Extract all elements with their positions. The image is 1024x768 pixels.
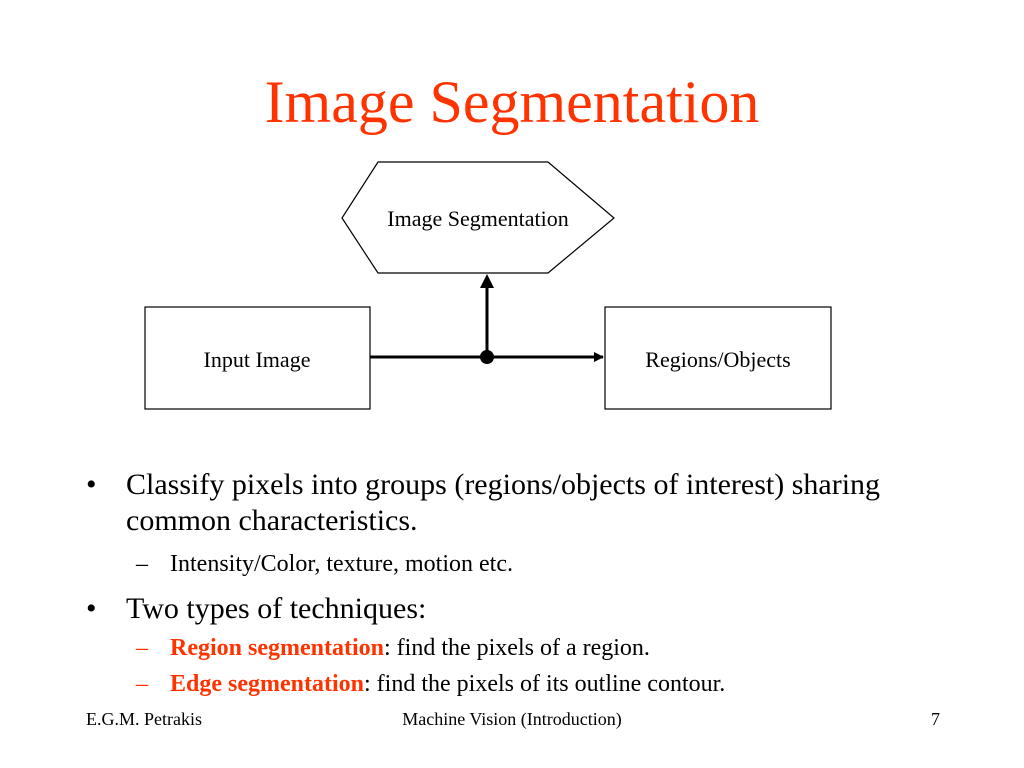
sub-bullet-text: Intensity/Color, texture, motion etc.	[170, 551, 513, 577]
bullet-marker: •	[86, 468, 97, 501]
dash-marker: –	[136, 635, 148, 661]
sub-bullet-text: : find the pixels of a region.	[383, 635, 650, 661]
sub-bullet-text: : find the pixels of its outline contour…	[364, 671, 726, 697]
term-edge-segmentation: Edge segmentation	[170, 671, 364, 697]
footer-page-number: 7	[931, 709, 940, 729]
bullet-item: • Classify pixels into groups (regions/o…	[86, 467, 946, 539]
output-box	[604, 306, 832, 410]
input-label: Input Image	[204, 347, 311, 372]
dash-marker: –	[136, 671, 148, 697]
bullet-marker: •	[86, 592, 97, 625]
output-label: Regions/Objects	[645, 347, 790, 372]
sub-bullet-item: – Edge segmentation: find the pixels of …	[86, 669, 946, 699]
footer-author: E.G.M. Petrakis	[86, 709, 202, 729]
flow-arrowhead-up	[480, 274, 494, 288]
sub-bullet-item: – Region segmentation: find the pixels o…	[86, 633, 946, 663]
bullet-text: Classify pixels into groups (regions/obj…	[126, 468, 881, 537]
slide-title: Image Segmentation	[264, 69, 760, 135]
bullet-list: • Classify pixels into groups (regions/o…	[86, 467, 946, 699]
term-region-segmentation: Region segmentation	[170, 635, 384, 661]
footer-course: Machine Vision (Introduction)	[402, 709, 622, 729]
process-hexagon	[341, 161, 615, 274]
bullet-item: • Two types of techniques:	[86, 591, 946, 627]
process-label: Image Segmentation	[387, 206, 568, 231]
input-box	[144, 306, 371, 410]
bullet-text: Two types of techniques:	[126, 592, 427, 625]
dash-marker: –	[136, 551, 148, 577]
junction-dot	[480, 350, 494, 364]
sub-bullet-item: – Intensity/Color, texture, motion etc.	[86, 549, 946, 579]
